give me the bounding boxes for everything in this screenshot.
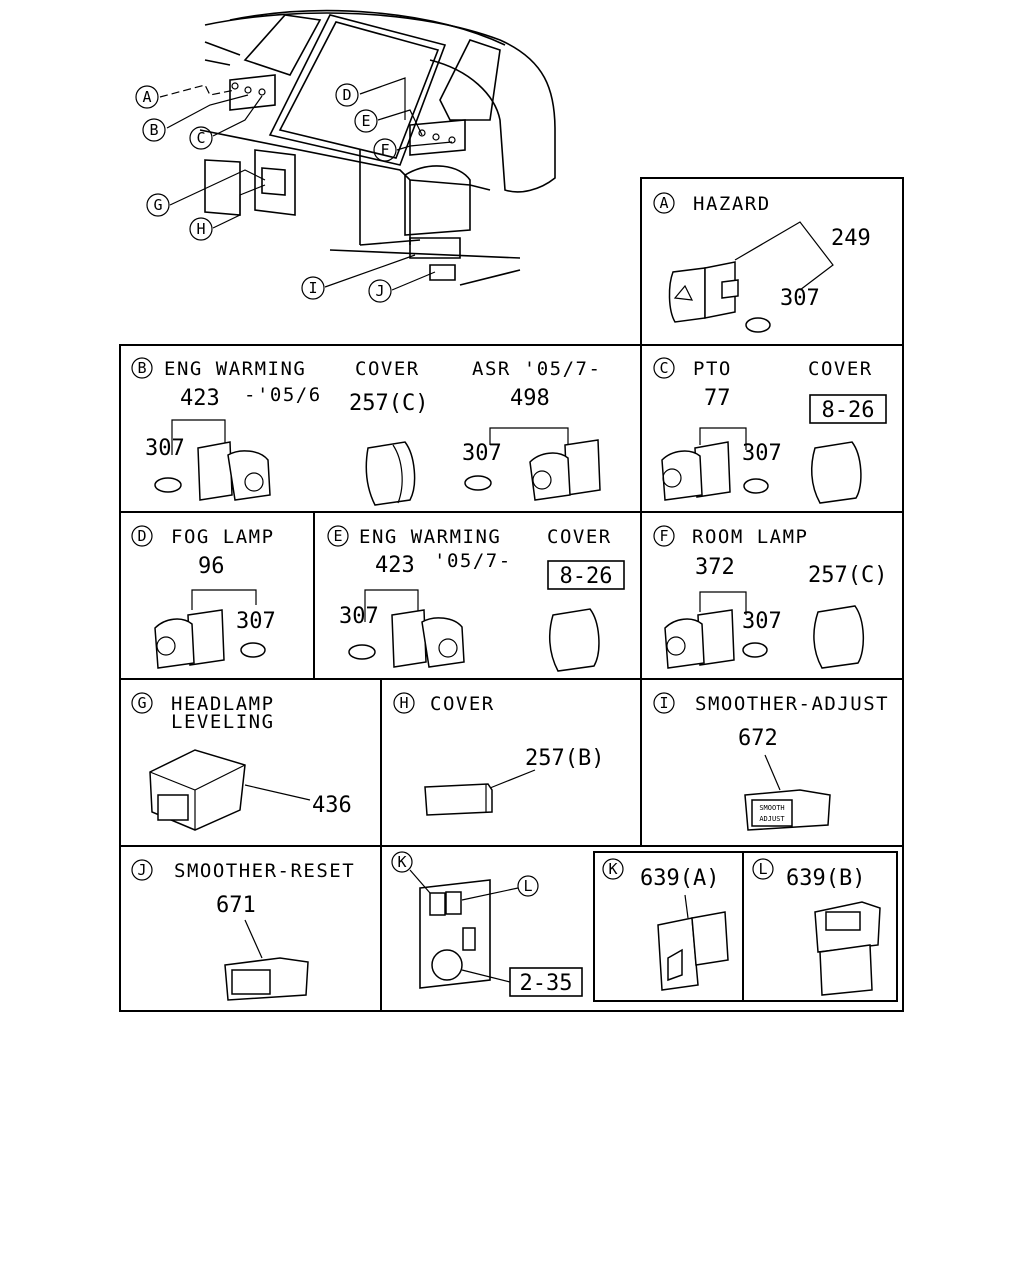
svg-text:H: H [196, 220, 205, 238]
svg-text:C: C [196, 129, 205, 147]
svg-text:I: I [308, 279, 317, 297]
panel-letter: H [399, 694, 408, 712]
panel-title: ENG WARMING [164, 358, 306, 380]
svg-text:J: J [375, 282, 384, 300]
panel-letter: B [137, 359, 146, 377]
overview-callout-b: B [142, 118, 166, 142]
part-number: 639(A) [640, 866, 719, 891]
svg-text:F: F [380, 141, 389, 159]
part-number: 436 [312, 793, 352, 818]
cover-label: COVER [547, 526, 612, 548]
panel-kl-location: K L 2-35 [391, 851, 583, 997]
part-number: 307 [339, 604, 379, 629]
ref-box: 8-26 [822, 398, 875, 423]
panel-letter: C [659, 359, 668, 377]
cover-label: COVER [808, 358, 873, 380]
panel-pto: C PTO COVER 77 307 8-26 [653, 357, 887, 504]
part-number: 307 [742, 441, 782, 466]
part-note: -'05/6 [244, 384, 322, 406]
overview-callout-g: G [146, 193, 170, 217]
part-number: 96 [198, 554, 225, 579]
panel-title: PTO [693, 358, 732, 380]
part-number: 498 [510, 386, 550, 411]
panel-title: COVER [430, 693, 495, 715]
asr-label: ASR '05/7- [472, 358, 601, 380]
overview-callout-e: E [354, 109, 378, 133]
ref-box: 2-35 [520, 971, 573, 996]
panel-grid [119, 177, 904, 1012]
part-number: 671 [216, 893, 256, 918]
part-number: 307 [145, 436, 185, 461]
panel-letter: E [333, 527, 342, 545]
dashboard-overview [159, 9, 556, 291]
panel-letter: L [758, 860, 767, 878]
panel-letter: A [659, 194, 668, 212]
panel-letter: I [659, 694, 668, 712]
svg-text:E: E [361, 112, 370, 130]
panel-headlamp-leveling: G HEADLAMP LEVELING 436 [131, 692, 352, 831]
panel-switch-k: K 639(A) [602, 858, 729, 991]
cover-label: COVER [355, 358, 420, 380]
svg-text:D: D [342, 86, 351, 104]
part-number: 307 [780, 286, 820, 311]
svg-text:G: G [153, 196, 162, 214]
overview-callout-c: C [189, 126, 213, 150]
panel-hazard: A HAZARD 249 307 [653, 192, 871, 333]
overview-callout-d: D [335, 83, 359, 107]
svg-text:B: B [149, 121, 158, 139]
panel-title: ROOM LAMP [692, 526, 808, 548]
part-number: 257(B) [525, 746, 604, 771]
panel-smoother-reset: J SMOOTHER-RESET 671 [131, 859, 355, 1001]
panel-title-line1: HEADLAMP [171, 693, 275, 715]
part-number: 257(C) [349, 391, 428, 416]
overview-callout-a: A [135, 85, 159, 109]
switch-label-line2: ADJUST [759, 815, 785, 823]
overview-callout-f: F [373, 138, 397, 162]
panel-letter: D [137, 527, 146, 545]
svg-text:A: A [142, 88, 151, 106]
overview-callout-j: J [368, 279, 392, 303]
panel-fog-lamp: D FOG LAMP 96 307 [131, 525, 276, 669]
part-number: 672 [738, 726, 778, 751]
switch-label-line1: SMOOTH [759, 804, 784, 812]
panel-room-lamp: F ROOM LAMP 372 307 257(C) [653, 525, 887, 669]
panel-title: HAZARD [693, 193, 771, 215]
panel-eng-warming-b: B ENG WARMING COVER ASR '05/7- 423 -'05/… [131, 357, 601, 506]
part-number: 372 [695, 555, 735, 580]
part-note: '05/7- [434, 550, 512, 572]
callout-l: L [523, 877, 532, 895]
panel-cover-h: H COVER 257(B) [393, 692, 604, 816]
part-number: 639(B) [786, 866, 865, 891]
part-number: 307 [742, 609, 782, 634]
panel-title-line2: LEVELING [171, 711, 275, 733]
panel-title: FOG LAMP [171, 526, 275, 548]
panel-letter: F [659, 527, 668, 545]
panel-switch-l: L 639(B) [752, 858, 881, 996]
panel-smoother-adjust: I SMOOTHER-ADJUST 672 SMOOTH ADJUST [653, 692, 889, 831]
panel-letter: J [137, 861, 146, 879]
panel-letter: G [137, 694, 146, 712]
ref-box: 8-26 [560, 564, 613, 589]
panel-title: SMOOTHER-ADJUST [695, 693, 889, 715]
callout-k: K [397, 853, 406, 871]
part-number: 77 [704, 386, 731, 411]
overview-callout-h: H [189, 217, 213, 241]
part-number: 249 [831, 226, 871, 251]
part-number: 307 [236, 609, 276, 634]
overview-callout-i: I [301, 276, 325, 300]
panel-letter: K [608, 860, 617, 878]
part-number: 423 [180, 386, 220, 411]
panel-eng-warming-e: E ENG WARMING COVER 423 '05/7- 307 8-26 [327, 525, 625, 672]
panel-title: ENG WARMING [359, 526, 501, 548]
part-number: 257(C) [808, 563, 887, 588]
part-number: 423 [375, 553, 415, 578]
part-number: 307 [462, 441, 502, 466]
panel-title: SMOOTHER-RESET [174, 860, 355, 882]
